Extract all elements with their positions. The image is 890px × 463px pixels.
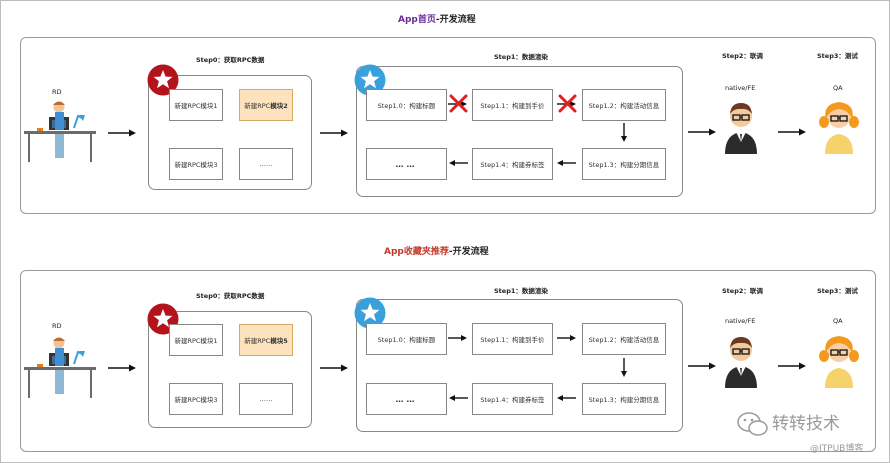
flow2-arrow-step1-step2 — [688, 362, 716, 370]
flow2-step3-title: Step3：测试 — [817, 287, 858, 295]
flow2-arrow-1-0-to-1-1 — [448, 335, 467, 341]
flow1-rpc-box-ellipsis: …… — [239, 148, 293, 180]
flow1-cross-2-icon — [558, 94, 577, 113]
flow2-rpc-box-ellipsis: …… — [239, 383, 293, 415]
flow2-arrow-1-3-to-1-4 — [557, 395, 576, 401]
flow1-rpc-box-3: 新建RPC模块3 — [169, 148, 223, 180]
flow2-step-1-0: Step1.0：构建标题 — [366, 323, 447, 355]
wechat-logo-icon — [737, 412, 768, 436]
flow2-arrow-1-4-to-ellipsis — [449, 395, 468, 401]
flow2-rpc-box-5-prefix: 新建RPC — [244, 337, 271, 345]
flow1-step2-title: Step2：联调 — [722, 52, 763, 60]
flow1-step1-title: Step1：数据渲染 — [494, 53, 548, 61]
flow1-arrow-1-4-to-ellipsis — [449, 160, 468, 166]
flow2-qa-avatar-icon — [819, 336, 859, 388]
flow2-step3-role: QA — [833, 317, 843, 325]
flow1-arrow-rd-step0 — [108, 129, 136, 137]
flow1-cross-1-icon — [449, 94, 468, 113]
flow1-rd-figure-icon — [24, 101, 96, 162]
flow2-rpc-box-1: 新建RPC模块1 — [169, 324, 223, 356]
flow2-arrow-1-1-to-1-2 — [557, 335, 576, 341]
flow1-rpc-box-1: 新建RPC模块1 — [169, 89, 223, 121]
flow1-step-1-2: Step1.2：构建活动信息 — [582, 89, 666, 121]
flow1-step-1-3: Step1.3：构建分期信息 — [582, 148, 666, 180]
flow2-step-ellipsis: …… — [366, 383, 447, 415]
flow2-step-1-1: Step1.1：构建到手价 — [472, 323, 553, 355]
flow1-title-prefix: App首页 — [398, 15, 436, 25]
flow1-step0-star-badge-icon — [147, 64, 179, 96]
flow2-rpc-box-5-bold: 模块5 — [270, 337, 288, 345]
watermark-site: @ITPUB博客 — [810, 444, 864, 454]
flow1-rd-label: RD — [52, 88, 62, 96]
flow2-arrow-rd-step0 — [108, 364, 136, 372]
flow1-step2-role: native/FE — [725, 84, 756, 92]
flow2-step1-star-badge-icon — [354, 297, 386, 329]
flow2-step-1-2: Step1.2：构建活动信息 — [582, 323, 666, 355]
watermark-brand: 转转技术 — [772, 414, 840, 434]
flow1-step3-title: Step3：测试 — [817, 52, 858, 60]
flow2-rd-figure-icon — [24, 337, 96, 398]
flow2-arrow-1-2-to-1-3 — [621, 358, 627, 377]
flow2-step0-title: Step0：获取RPC数据 — [196, 292, 265, 300]
flow1-step0-title: Step0：获取RPC数据 — [196, 56, 265, 64]
flow1-arrow-step1-step2 — [688, 128, 716, 136]
flow2-arrow-step0-step1 — [320, 364, 348, 372]
flow1-step-ellipsis: …… — [366, 148, 447, 180]
flow2-title-prefix: App收藏夹推荐 — [384, 247, 449, 257]
flow1-arrow-step2-step3 — [778, 128, 806, 136]
flow1-arrow-1-2-to-1-3 — [621, 123, 627, 142]
flow1-step-1-0: Step1.0：构建标题 — [366, 89, 447, 121]
flow1-rpc-box-2-prefix: 新建RPC — [244, 102, 271, 110]
flow1-step-1-4: Step1.4：构建券标签 — [472, 148, 553, 180]
flow2-developer-avatar-icon — [725, 337, 757, 388]
flow2-step-1-4: Step1.4：构建券标签 — [472, 383, 553, 415]
flow1-step1-star-badge-icon — [354, 64, 386, 96]
flow1-step-1-1: Step1.1：构建到手价 — [472, 89, 553, 121]
flow1-developer-avatar-icon — [725, 103, 757, 154]
flow1-arrow-1-3-to-1-4 — [557, 160, 576, 166]
flow1-step3-role: QA — [833, 84, 843, 92]
flow1-qa-avatar-icon — [819, 102, 859, 154]
flow2-title: App收藏夹推荐-开发流程 — [384, 244, 489, 257]
flow2-step2-role: native/FE — [725, 317, 756, 325]
flow2-title-suffix: -开发流程 — [448, 247, 489, 257]
flow1-arrow-step0-step1 — [320, 129, 348, 137]
flow2-rd-label: RD — [52, 322, 62, 330]
flow2-arrow-step2-step3 — [778, 362, 806, 370]
flow2-rpc-box-3: 新建RPC模块3 — [169, 383, 223, 415]
flow1-title-suffix: -开发流程 — [435, 15, 476, 25]
flow1-rpc-box-2-bold: 模块2 — [270, 102, 288, 110]
flow2-step1-title: Step1：数据渲染 — [494, 287, 548, 295]
flow2-step2-title: Step2：联调 — [722, 287, 763, 295]
flow2-step-1-3: Step1.3：构建分期信息 — [582, 383, 666, 415]
flow1-title: App首页-开发流程 — [398, 12, 476, 25]
